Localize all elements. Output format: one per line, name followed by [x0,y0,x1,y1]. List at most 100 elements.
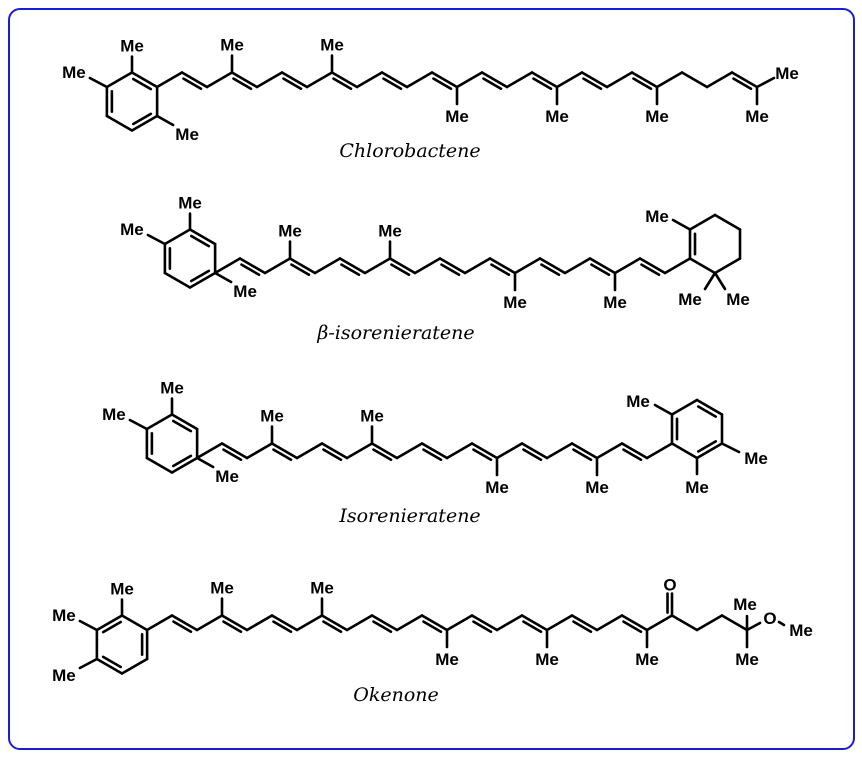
bond [270,614,299,632]
caption-okenone: Okenone [353,684,439,706]
bond [732,77,753,91]
methyl-label: Me [503,293,527,312]
bond [595,442,624,460]
bond [638,257,667,275]
methyl-label: Me [220,36,244,55]
bond [680,71,709,89]
bond [472,448,493,462]
bond [245,442,274,460]
bond [580,71,609,89]
bond [495,614,524,632]
methyl-label: Me [485,478,509,497]
bond [613,257,642,275]
bond [390,263,411,277]
bond [213,271,233,284]
bond [222,448,243,462]
bond [505,71,534,89]
bond [272,620,293,634]
bond [280,71,309,89]
methyl-label: Me [685,478,709,497]
methyl-label: Me [210,579,234,598]
bond [705,71,734,89]
bond [530,71,559,89]
bond [145,614,174,632]
bond [422,448,443,462]
bond [538,257,567,275]
bond [630,71,659,89]
methyl-label: Me [120,37,144,56]
bond [488,257,517,275]
bond [88,76,109,89]
bond [688,257,717,275]
bond [263,257,292,275]
bond [713,271,727,291]
methyl-label: Me [360,407,384,426]
methyl-label: Me [260,407,284,426]
bond [195,456,215,469]
bond [405,71,434,89]
bond [540,263,561,277]
methyl-label: Me [733,595,757,614]
bond [171,454,193,468]
bond [570,442,599,460]
methyl-label: Me [278,222,302,241]
bond [232,77,253,91]
bond [290,263,311,277]
bond [640,263,661,277]
methyl-label: Me [645,107,669,126]
bond [155,71,184,89]
bond [305,71,334,89]
bond [370,442,399,460]
bond [670,442,699,460]
bond [713,213,742,231]
bond [240,263,261,277]
bond [532,77,553,91]
bond [671,218,692,231]
bond [272,448,293,462]
methyl-label: Me [110,580,134,599]
methyl-label: Me [626,392,650,411]
bond [595,614,624,632]
bond [95,657,124,675]
bond [432,77,453,91]
methyl-label: Me [52,606,76,625]
bond [101,620,123,634]
bond [78,619,99,632]
methyl-label: Me [635,650,659,669]
bond [622,620,643,634]
bond [255,71,284,89]
methyl-label: Me [678,290,702,309]
methyl-label: Me [320,36,344,55]
bond [495,442,524,460]
bond [188,271,217,289]
bond [372,448,393,462]
bond [220,442,249,460]
bond [370,614,399,632]
bond [620,614,649,632]
bond [163,271,192,289]
methyl-label: Me [645,207,669,226]
bond [696,405,718,418]
methyl-label: Me [726,290,750,309]
methyl-label: Me [310,579,334,598]
bond [730,71,759,89]
bond [522,620,543,634]
methyl-label: Me [52,666,76,685]
methyl-label: Me [62,63,86,82]
bond [338,257,367,275]
bond [670,398,699,416]
bond [420,614,449,632]
methyl-label: Me [175,125,199,144]
bond [105,114,134,132]
methyl-label: Me [585,478,609,497]
methyl-label: Me [535,650,559,669]
bond [205,71,234,89]
methyl-label: Me [603,293,627,312]
bond [688,213,717,231]
bond [363,257,392,275]
bond [382,77,403,91]
bond [230,71,259,89]
bond [696,440,718,453]
